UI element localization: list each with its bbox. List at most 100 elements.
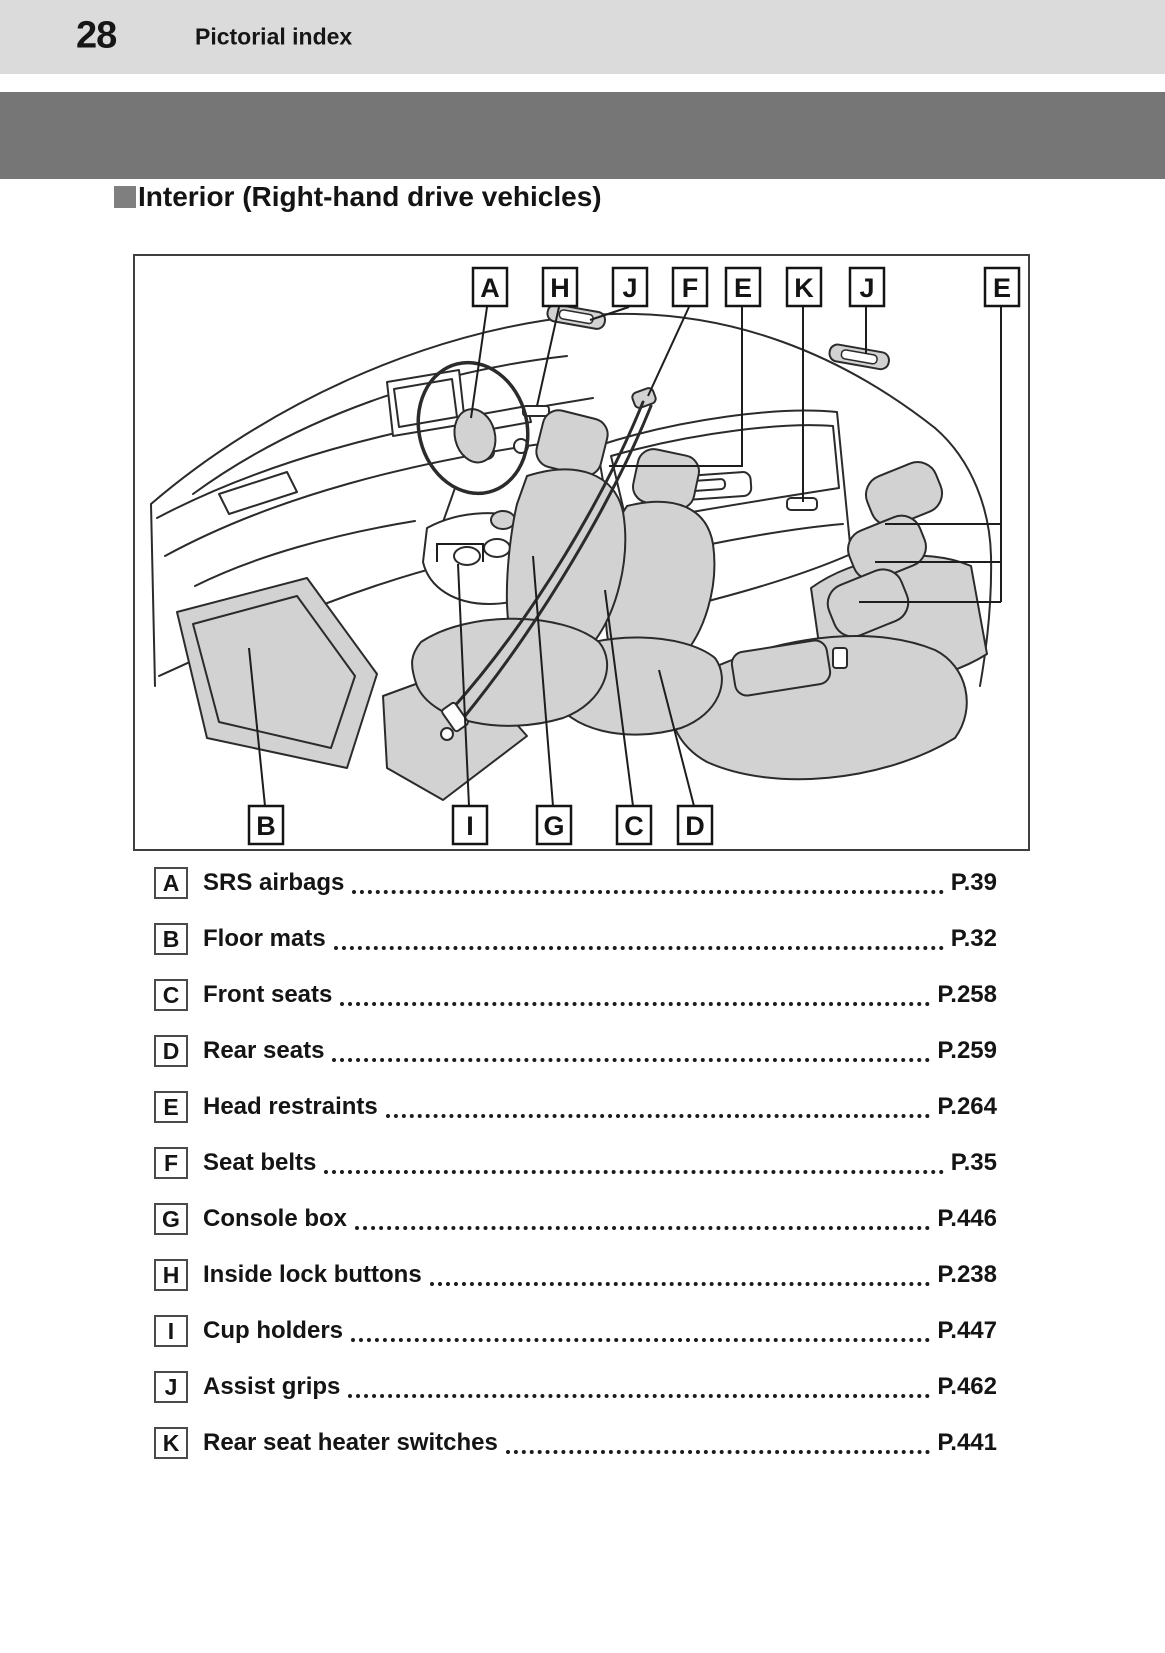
index-letter: B <box>154 923 188 955</box>
index-label: Cup holders <box>203 1317 344 1344</box>
index-letter: K <box>154 1427 188 1459</box>
rear-armrest <box>730 639 832 697</box>
passenger-head-restraint <box>535 409 609 477</box>
index-page-ref: P.447 <box>937 1317 997 1344</box>
infotainment-screen-inner <box>393 378 458 428</box>
callout-top-j-front: J <box>611 266 649 308</box>
page-number: 28 <box>76 14 117 57</box>
belt-anchor <box>631 387 657 409</box>
svg-text:J: J <box>622 273 637 303</box>
svg-text:F: F <box>682 273 699 303</box>
dot-leader <box>348 1394 931 1398</box>
svg-text:E: E <box>734 273 752 303</box>
index-letter: J <box>154 1371 188 1403</box>
index-letter: A <box>154 867 188 899</box>
svg-text:A: A <box>480 273 500 303</box>
callout-top-f: F <box>671 266 709 308</box>
callout-top-a: A <box>471 266 509 308</box>
index-page-ref: P.32 <box>950 925 997 952</box>
index-row-j: J Assist grips P.462 <box>154 1370 997 1404</box>
index-row-e: E Head restraints P.264 <box>154 1090 997 1124</box>
index-label: Head restraints <box>203 1093 378 1120</box>
index-page-ref: P.39 <box>950 869 997 896</box>
index-row-a: A SRS airbags P.39 <box>154 866 997 900</box>
side-air-vent <box>218 471 298 515</box>
shift-knob <box>490 510 516 530</box>
index-row-i: I Cup holders P.447 <box>154 1314 997 1348</box>
index-letter: G <box>154 1203 188 1235</box>
dot-leader <box>385 1114 931 1118</box>
steering-wheel <box>416 360 530 496</box>
callout-top-e-rear: E <box>983 266 1021 308</box>
index-row-c: C Front seats P.258 <box>154 978 997 1012</box>
airbag-pad <box>453 408 497 464</box>
section-title-text: Interior (Right-hand drive vehicles) <box>138 181 602 212</box>
callout-top-k: K <box>785 266 823 308</box>
svg-text:D: D <box>685 811 705 841</box>
index-label: Inside lock buttons <box>203 1261 422 1288</box>
section-bullet-icon <box>114 186 136 208</box>
svg-text:I: I <box>466 811 474 841</box>
steering-column <box>442 487 456 523</box>
callout-bottom-g: G <box>535 804 573 846</box>
rear-seat <box>669 461 988 781</box>
svg-text:E: E <box>993 273 1011 303</box>
index-row-f: F Seat belts P.35 <box>154 1146 997 1180</box>
dashboard <box>218 369 550 515</box>
svg-text:K: K <box>794 273 814 303</box>
index-row-d: D Rear seats P.259 <box>154 1034 997 1068</box>
page-header: 28 Pictorial index <box>0 0 1165 74</box>
callout-bottom-d: D <box>676 804 714 846</box>
index-page-ref: P.35 <box>950 1149 997 1176</box>
dot-leader <box>333 946 944 950</box>
svg-text:G: G <box>543 811 564 841</box>
callout-bottom-b: B <box>247 804 285 846</box>
cup-holder <box>453 546 481 566</box>
dot-leader <box>351 1338 931 1342</box>
dot-leader <box>324 1170 944 1174</box>
index-page-ref: P.238 <box>937 1261 997 1288</box>
index-row-h: H Inside lock buttons P.238 <box>154 1258 997 1292</box>
index-page-ref: P.264 <box>937 1093 997 1120</box>
index-page-ref: P.446 <box>937 1205 997 1232</box>
interior-line-art: A H J F E K J E <box>150 266 1021 846</box>
index-label: Assist grips <box>203 1373 341 1400</box>
index-row-k: K Rear seat heater switches P.441 <box>154 1426 997 1460</box>
index-label: Front seats <box>203 981 333 1008</box>
callout-bottom-i: I <box>451 804 489 846</box>
index-label: Floor mats <box>203 925 326 952</box>
svg-text:H: H <box>550 273 570 303</box>
interior-diagram: A H J F E K J E <box>133 254 1030 851</box>
rear-head-restraint <box>864 461 944 527</box>
index-letter: D <box>154 1035 188 1067</box>
svg-text:C: C <box>624 811 644 841</box>
svg-text:B: B <box>256 811 276 841</box>
index-label: Seat belts <box>203 1149 317 1176</box>
index-letter: I <box>154 1315 188 1347</box>
dot-leader <box>355 1226 931 1230</box>
front-assist-grip <box>546 303 607 330</box>
index-label: Rear seats <box>203 1037 325 1064</box>
index-page-ref: P.441 <box>937 1429 997 1456</box>
callout-bottom-c: C <box>615 804 653 846</box>
dot-leader <box>352 890 944 894</box>
index-page-ref: P.258 <box>937 981 997 1008</box>
section-title: Interior (Right-hand drive vehicles) <box>114 181 602 213</box>
dot-leader <box>332 1058 931 1062</box>
cup-holder <box>483 538 511 558</box>
index-label: Console box <box>203 1205 348 1232</box>
callout-top-h: H <box>541 266 579 308</box>
callout-top-e-front: E <box>724 266 762 308</box>
index-label: Rear seat heater switches <box>203 1429 498 1456</box>
belt-buckle <box>441 701 469 733</box>
index-letter: H <box>154 1259 188 1291</box>
floor-mat <box>176 577 378 769</box>
dot-leader <box>340 1002 931 1006</box>
rear-assist-grip <box>828 343 890 371</box>
leader-lines <box>248 306 1002 807</box>
index-letter: F <box>154 1147 188 1179</box>
header-section-title: Pictorial index <box>195 23 353 50</box>
index-letter: C <box>154 979 188 1011</box>
svg-text:J: J <box>859 273 874 303</box>
seat-belt <box>440 387 657 741</box>
